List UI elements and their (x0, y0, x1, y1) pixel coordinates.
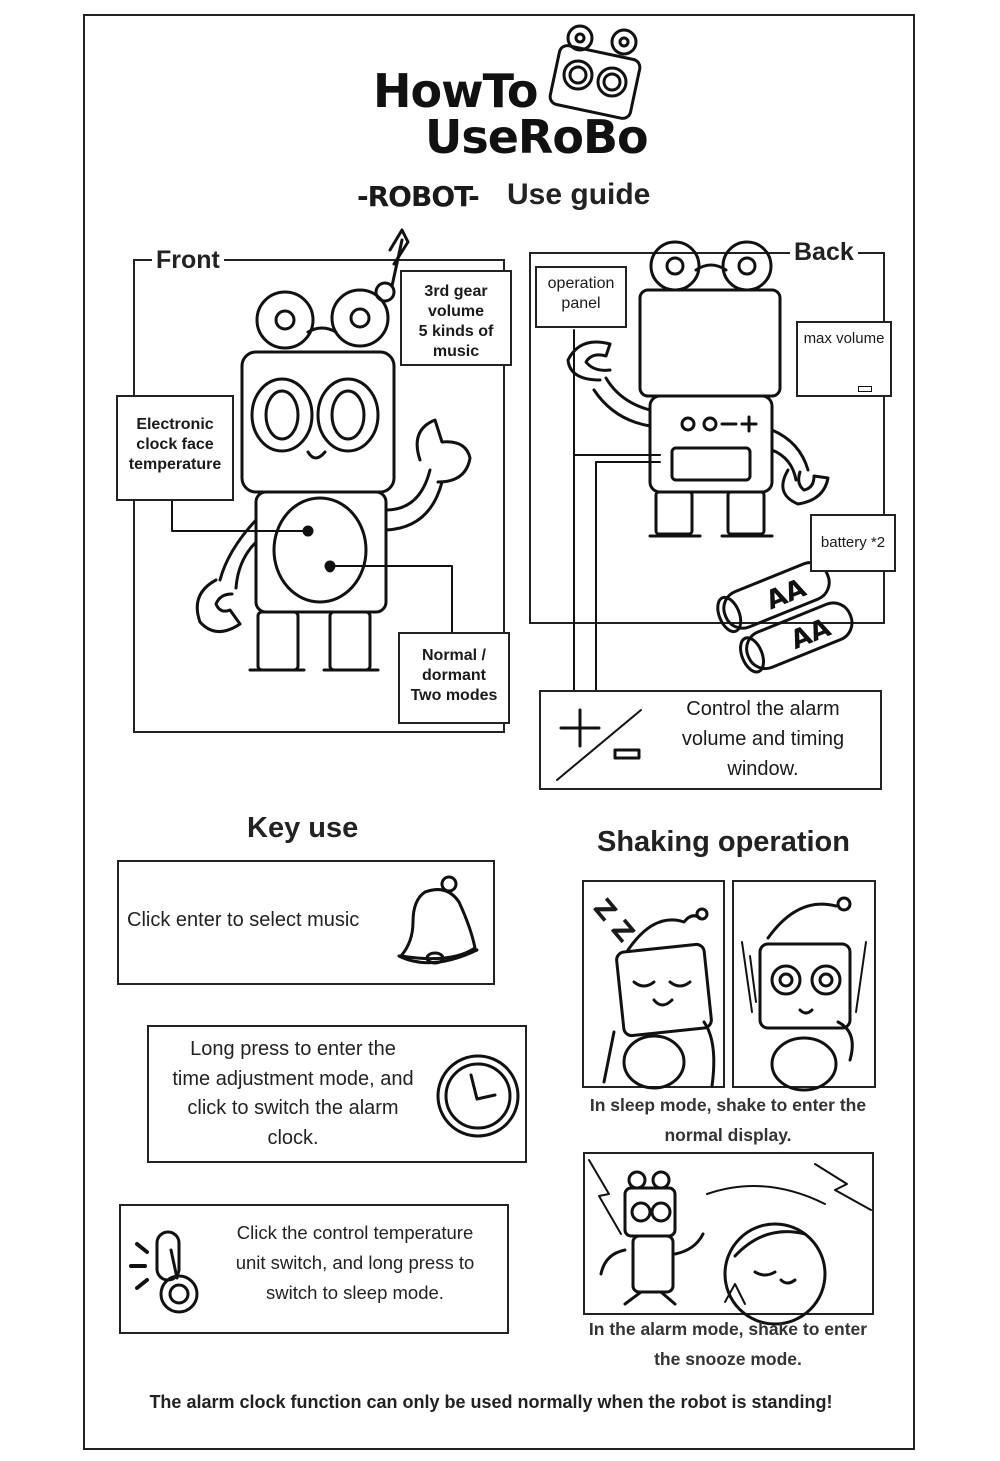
sleep-caption: In sleep mode, shake to enter the normal… (570, 1090, 886, 1150)
text-line: switch to sleep mode. (266, 1282, 444, 1303)
alarm-panel (583, 1152, 874, 1326)
battery-label-1: AA (762, 573, 811, 616)
text-line: time adjustment mode, and (172, 1067, 414, 1090)
key-time-box: Long press to enter the time adjustment … (147, 1025, 527, 1163)
sleep-panel-left: Z Z (582, 880, 725, 1090)
front-modes-label: Normal / dormant Two modes (398, 632, 510, 724)
key-switch-icon (129, 1230, 199, 1314)
back-frame (529, 252, 885, 624)
front-robot-illustration (195, 228, 472, 672)
text-line: dormant (422, 667, 486, 684)
back-volume-label: max volume (796, 321, 892, 397)
text-line: Two modes (410, 687, 498, 704)
text-line: click to switch the alarm (187, 1097, 399, 1119)
awake-robot-illustration (741, 896, 867, 1092)
alarm-scene-illustration (588, 1159, 872, 1326)
text-line: clock face (136, 436, 214, 453)
text-line: temperature (128, 456, 222, 473)
key-music-box: Click enter to select music (117, 860, 495, 985)
subtitle: Use guide (507, 178, 651, 211)
text-line: battery *2 (820, 534, 886, 551)
text-line: panel (561, 295, 601, 312)
title-line-2: UseRoBo (425, 110, 649, 164)
text-line: Control the alarm (686, 698, 840, 720)
text-line: music (432, 343, 480, 360)
key-music-text: Click enter to select music (127, 909, 360, 931)
text-line: max volume (803, 330, 885, 347)
bell-icon (397, 875, 479, 965)
text-line: Normal / (421, 647, 486, 664)
text-line: 3rd gear (424, 283, 488, 300)
back-panel-label: operation panel (535, 266, 627, 328)
text-line: Electronic (136, 416, 214, 433)
page-frame (83, 14, 915, 1450)
text-line: volume and timing (681, 728, 845, 750)
switch-icon (858, 386, 872, 392)
text-line: normal display. (664, 1125, 792, 1145)
text-line: Long press to enter the (190, 1038, 396, 1060)
back-heading: Back (790, 238, 858, 267)
key-temp-box: Click the control temperature unit switc… (119, 1204, 509, 1334)
text-line: In sleep mode, shake to enter the (589, 1095, 867, 1115)
text-line: clock. (267, 1126, 319, 1149)
battery-icon: AA AA (716, 561, 854, 674)
sleep-panel-right (732, 880, 876, 1092)
text-line: unit switch, and long press to (235, 1252, 475, 1273)
text-line: 5 kinds of (418, 323, 494, 340)
text-line: window. (727, 758, 799, 780)
text-line: the snooze mode. (654, 1349, 802, 1369)
robot-tag: -ROBOT- (357, 180, 480, 213)
back-robot-illustration (566, 240, 830, 538)
title-robot-head-icon (548, 24, 642, 120)
front-clock-label: Electronic clock face temperature (116, 395, 234, 501)
back-control-box: Control the alarm volume and timing wind… (539, 690, 882, 790)
title-line-1: HowTo (373, 64, 538, 118)
text-line: Click the control temperature (236, 1222, 474, 1243)
shaking-heading: Shaking operation (597, 826, 850, 858)
clock-icon (436, 1054, 520, 1138)
battery-label-2: AA (786, 613, 835, 656)
sleeping-robot-illustration (602, 907, 716, 1090)
front-heading: Front (152, 246, 224, 275)
text-line: In the alarm mode, shake to enter (588, 1319, 868, 1339)
front-volume-label: 3rd gear volume 5 kinds of music (400, 270, 512, 366)
footer-note: The alarm clock function can only be use… (149, 1392, 833, 1412)
alarm-caption: In the alarm mode, shake to enter the sn… (570, 1314, 886, 1374)
plus-minus-icon (556, 708, 642, 781)
back-battery-label: battery *2 (810, 514, 896, 572)
text-line: operation (547, 275, 615, 292)
key-use-heading: Key use (247, 812, 359, 844)
text-line: volume (427, 303, 484, 320)
